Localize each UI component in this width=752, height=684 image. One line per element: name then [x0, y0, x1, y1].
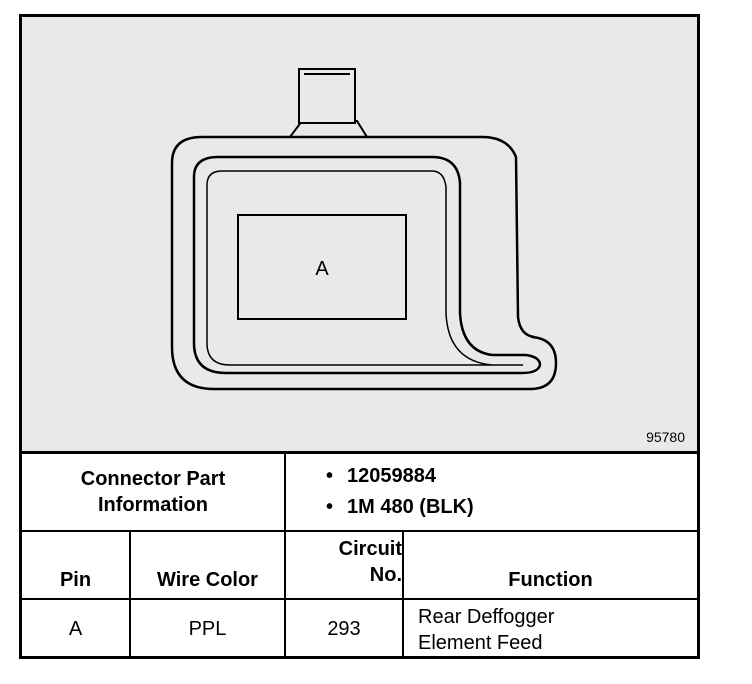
- cell-function-line1: Rear Deffogger: [418, 605, 555, 628]
- connector-latch: [288, 68, 369, 138]
- connector-info-label: Connector Part Information: [22, 454, 284, 530]
- connector-info-label-line1: Connector Part: [80, 468, 226, 490]
- header-wire-color: Wire Color: [129, 532, 284, 598]
- cell-function-line2: Element Feed: [418, 631, 543, 654]
- header-pin: Pin: [59, 569, 92, 591]
- connector-drawing: A: [170, 68, 558, 391]
- pin-cavity-a: [237, 214, 407, 320]
- part-number-item: 1M 480 (BLK): [326, 496, 697, 519]
- figure-number: 95780: [646, 429, 685, 445]
- header-circuit-no: Circuit No.: [284, 532, 402, 598]
- divider: [22, 598, 697, 600]
- connector-table: Connector Part Information 12059884 1M 4…: [22, 451, 697, 659]
- table-row: A PPL 293 Rear Deffogger Element Feed: [22, 600, 697, 659]
- part-number-list: 12059884 1M 480 (BLK): [284, 454, 697, 530]
- connector-info-row: Connector Part Information 12059884 1M 4…: [22, 454, 697, 530]
- cell-wire-color: PPL: [129, 600, 284, 659]
- cell-circuit: 293: [284, 600, 402, 659]
- connector-info-label-line2: Information: [98, 494, 208, 516]
- connector-diagram-frame: A 95780 Connector Part Information 12059…: [19, 14, 700, 659]
- header-circuit-line2: No.: [369, 564, 402, 586]
- header-circuit-line1: Circuit: [338, 538, 402, 560]
- connector-illustration: A 95780: [22, 17, 697, 451]
- header-function: Function: [402, 532, 697, 598]
- connector-inner-ring: [206, 170, 524, 366]
- pin-cavity-label: A: [315, 258, 329, 280]
- divider: [22, 530, 697, 532]
- connector-inner-housing: [192, 155, 542, 375]
- part-number-item: 12059884: [326, 465, 697, 488]
- cell-pin: A: [68, 618, 83, 640]
- table-header-row: Pin Wire Color Circuit No. Function: [22, 532, 697, 598]
- cell-function: Rear Deffogger Element Feed: [402, 600, 697, 659]
